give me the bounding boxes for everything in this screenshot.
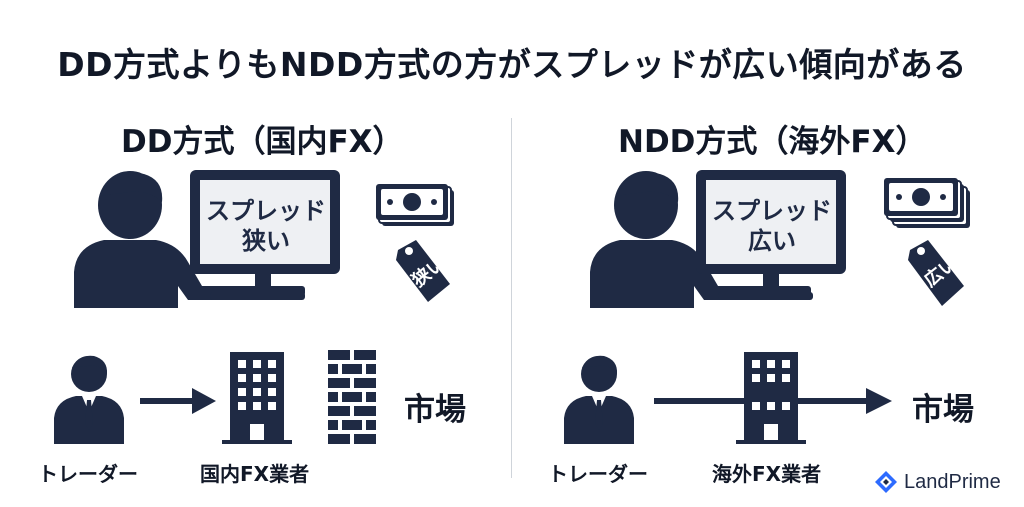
landprime-logo-icon <box>875 471 897 493</box>
office-building-icon <box>222 352 292 444</box>
brick-wall-icon <box>328 350 376 444</box>
ndd-broker-label: 海外FX業者 <box>712 462 822 486</box>
ndd-trader-label: トレーダー <box>548 462 648 486</box>
page-title: DD方式よりもNDD方式の方がスプレッドが広い傾向がある <box>57 45 967 84</box>
ndd-market-label: 市場 <box>912 392 974 428</box>
trader-icon <box>564 355 634 444</box>
price-tag-icon <box>396 240 450 302</box>
dd-market-label: 市場 <box>404 392 466 428</box>
person-at-computer-icon <box>590 170 846 308</box>
ndd-screen-text: スプレッド 広い <box>707 196 837 256</box>
dd-screen-line2: 狭い <box>242 227 290 255</box>
panel-divider <box>511 118 512 478</box>
dd-screen-line1: スプレッド <box>206 197 326 225</box>
dd-trader-label: トレーダー <box>38 462 138 486</box>
ndd-screen-line2: 広い <box>748 227 796 255</box>
ndd-screen-line1: スプレッド <box>712 197 832 225</box>
banknote-icon <box>376 184 454 226</box>
person-at-computer-icon <box>74 170 340 308</box>
office-building-icon <box>736 352 806 444</box>
price-tag-icon <box>908 240 964 306</box>
arrow-right-icon <box>140 388 216 414</box>
banknote-icon <box>884 178 970 228</box>
ndd-panel-heading: NDD方式（海外FX） <box>618 124 927 160</box>
dd-panel-heading: DD方式（国内FX） <box>121 124 404 160</box>
trader-icon <box>54 355 124 444</box>
dd-screen-text: スプレッド 狭い <box>201 196 331 256</box>
brand-name: LandPrime <box>904 470 1001 493</box>
brand-logo: LandPrime <box>874 470 1001 494</box>
dd-broker-label: 国内FX業者 <box>200 462 310 486</box>
